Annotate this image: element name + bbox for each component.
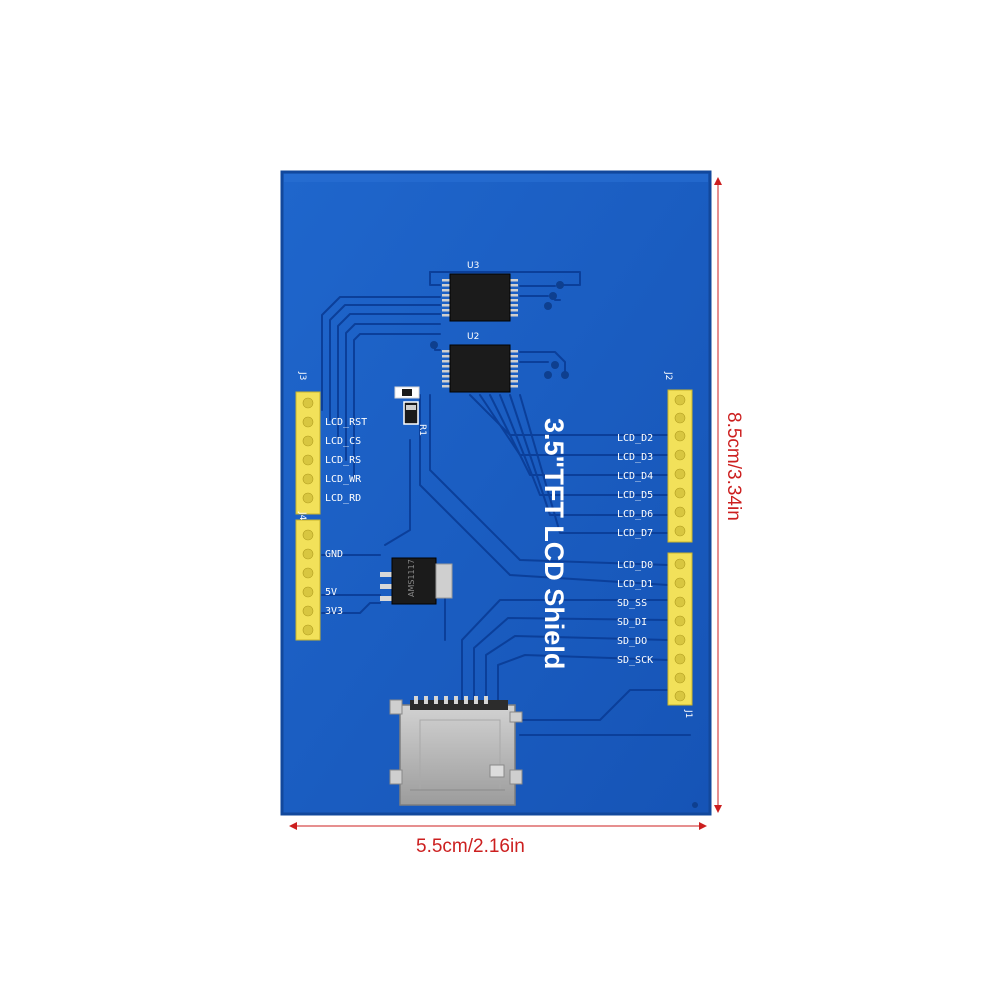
vias	[430, 281, 569, 379]
j3-label: J3	[297, 371, 307, 380]
pin-label: LCD_RD	[325, 493, 361, 504]
width-dimension-label: 5.5cm/2.16in	[416, 836, 525, 857]
u3-label: U3	[467, 261, 479, 271]
header-j2	[667, 389, 693, 543]
pin-label: SD_DI	[617, 617, 647, 628]
voltage-regulator	[380, 557, 453, 605]
pin-label: LCD_CS	[325, 436, 361, 447]
regulator-marking: AMS1117	[407, 559, 416, 597]
pin-label: LCD_RS	[325, 455, 361, 466]
pin-label: LCD_D5	[617, 490, 653, 501]
pin-label: LCD_D1	[617, 579, 653, 590]
pin-label: LCD_D3	[617, 452, 653, 463]
right-pin-labels: LCD_D2 LCD_D3 LCD_D4 LCD_D5 LCD_D6 LCD_D…	[617, 433, 653, 666]
pin-label: LCD_D4	[617, 471, 653, 482]
pin-label: SD_SS	[617, 598, 647, 609]
sd-card-slot	[389, 696, 523, 806]
header-j3	[295, 391, 321, 515]
pin-label: LCD_RST	[325, 417, 367, 428]
j1-label: J1	[683, 709, 693, 718]
left-pin-labels: LCD_RST LCD_CS LCD_RS LCD_WR LCD_RD GND …	[325, 417, 367, 617]
j2-label: J2	[663, 371, 673, 380]
pin-label: LCD_D6	[617, 509, 653, 520]
pin-label: LCD_D0	[617, 560, 653, 571]
chip-u3	[442, 273, 518, 322]
pin-label: LCD_D2	[617, 433, 653, 444]
pin-label: SD_SCK	[617, 655, 653, 666]
u2-label: U2	[467, 332, 479, 342]
board-title: 3.5"TFT LCD Shield	[539, 418, 569, 669]
r1-label: R1	[417, 424, 427, 436]
pin-label: LCD_WR	[325, 474, 362, 485]
pin-label: 5V	[325, 587, 337, 598]
header-j1	[667, 552, 693, 706]
pin-label: SD_DO	[617, 636, 647, 647]
j4-label: J4	[297, 511, 307, 521]
pin-label: GND	[325, 549, 343, 560]
chip-u2	[442, 344, 518, 393]
height-dimension-label: 8.5cm/3.34in	[723, 412, 744, 521]
resistor-r1	[394, 386, 420, 425]
pin-label: LCD_D7	[617, 528, 653, 539]
pin-label: 3V3	[325, 606, 343, 617]
header-j4	[295, 519, 321, 641]
